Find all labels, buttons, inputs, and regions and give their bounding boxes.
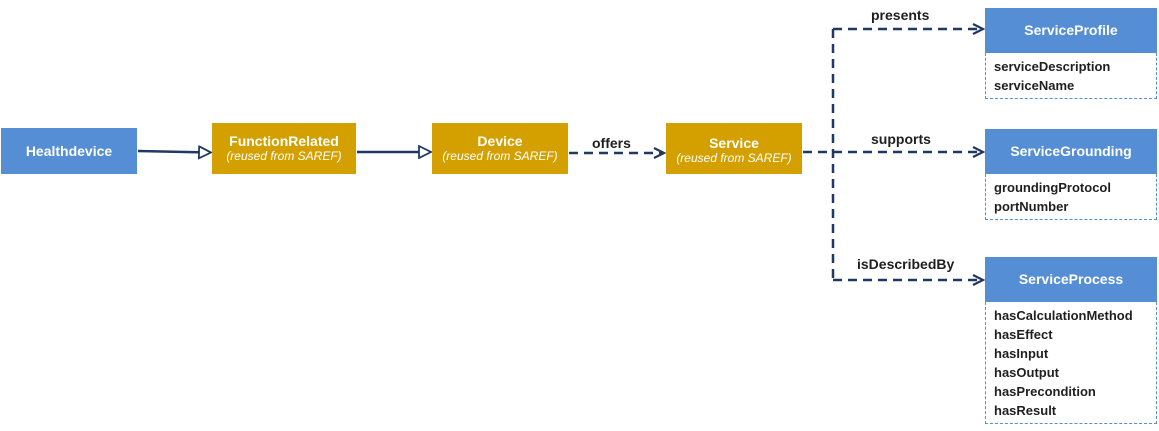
subclass-arrow-healthdevice [137,151,210,153]
device-note: (reused from SAREF) [442,149,558,163]
attribute-item: hasPrecondition [994,384,1096,399]
service-note: (reused from SAREF) [676,151,792,165]
service-grounding-attributes: groundingProtocol portNumber [985,174,1157,220]
attribute-item: serviceName [994,78,1075,93]
attribute-item: portNumber [994,199,1069,214]
device-node: Device (reused from SAREF) [432,123,568,174]
healthdevice-node: Healthdevice [1,128,137,174]
branch-trunk [803,29,835,280]
attribute-item: hasInput [994,346,1049,361]
service-process-title: ServiceProcess [985,257,1157,302]
attribute-item: hasEffect [994,327,1053,342]
function-related-title: FunctionRelated [229,133,339,149]
healthdevice-title: Healthdevice [25,143,113,159]
attribute-item: serviceDescription [994,59,1111,74]
service-node: Service (reused from SAREF) [666,123,802,174]
device-title: Device [477,133,523,149]
function-related-node: FunctionRelated (reused from SAREF) [212,123,356,174]
service-process-attributes: hasCalculationMethod hasEffect hasInput … [985,302,1157,424]
presents-label: presents [871,7,930,23]
service-grounding-title: ServiceGrounding [985,129,1157,174]
attribute-item: hasOutput [994,365,1059,380]
function-related-note: (reused from SAREF) [226,149,342,163]
service-profile-attributes: serviceDescription serviceName [985,53,1157,99]
attribute-item: groundingProtocol [994,180,1111,195]
supports-label: supports [871,131,931,147]
offers-label: offers [592,135,631,151]
is-described-by-label: isDescribedBy [857,256,955,272]
service-profile-class: ServiceProfile serviceDescription servic… [985,8,1157,99]
service-title: Service [709,135,759,151]
service-profile-title: ServiceProfile [985,8,1157,53]
service-grounding-class: ServiceGrounding groundingProtocol portN… [985,129,1157,220]
attribute-item: hasCalculationMethod [994,308,1133,323]
service-process-class: ServiceProcess hasCalculationMethod hasE… [985,257,1157,424]
attribute-item: hasResult [994,403,1057,418]
